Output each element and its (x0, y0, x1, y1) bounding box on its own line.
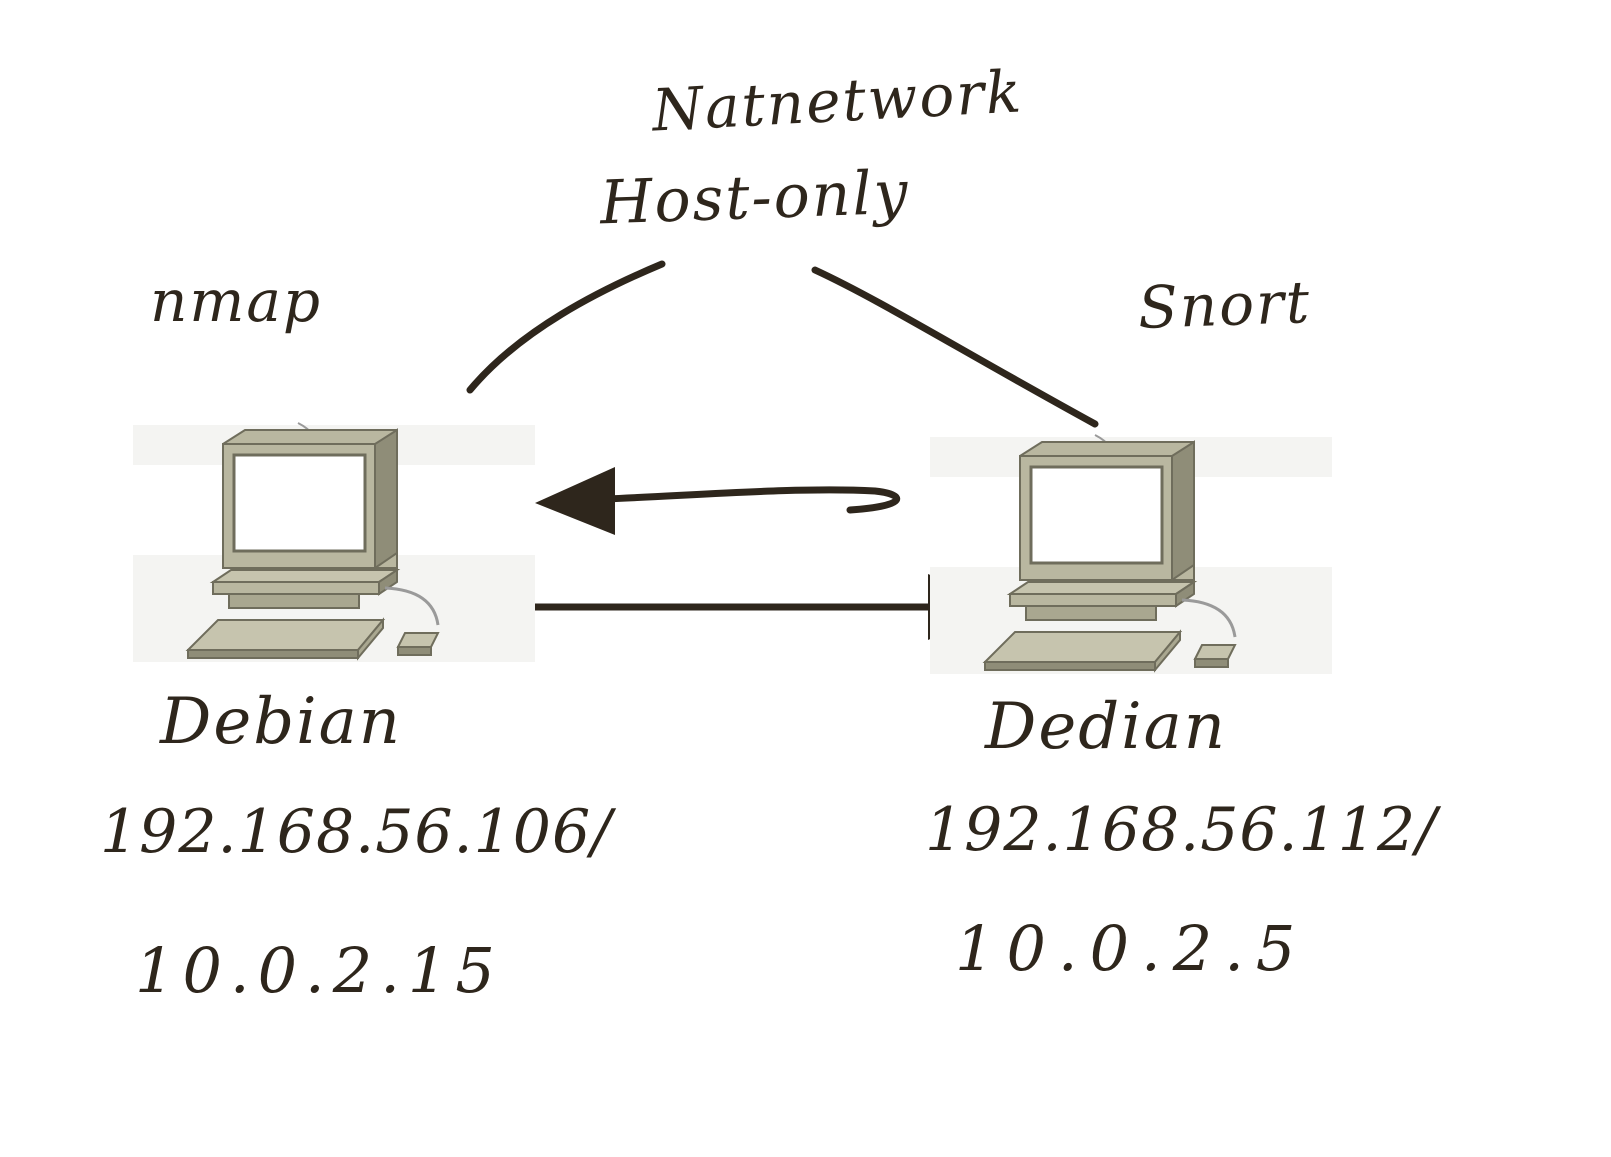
arrow-line-right-to-left (601, 486, 901, 514)
right-role-label: Snort (1136, 268, 1313, 342)
link-line-left (466, 260, 666, 394)
left-os-label: Debian (160, 685, 402, 759)
link-line-right (811, 266, 1099, 428)
desktop-computer-icon (133, 422, 535, 662)
left-role-label: nmap (150, 267, 323, 335)
left-ip-host-only: 192.168.56.106/ (100, 797, 613, 867)
right-ip-nat: 10.0.2.5 (955, 912, 1308, 985)
arrowhead-left (535, 467, 615, 535)
network-label-nat: Natnetwork (650, 57, 1025, 145)
desktop-computer-icon (930, 434, 1332, 674)
right-os-label: Dedian (985, 690, 1227, 764)
right-ip-host-only: 192.168.56.112/ (925, 795, 1438, 865)
left-ip-nat: 10.0.2.15 (135, 934, 503, 1007)
network-label-host-only: Host-only (598, 157, 911, 239)
